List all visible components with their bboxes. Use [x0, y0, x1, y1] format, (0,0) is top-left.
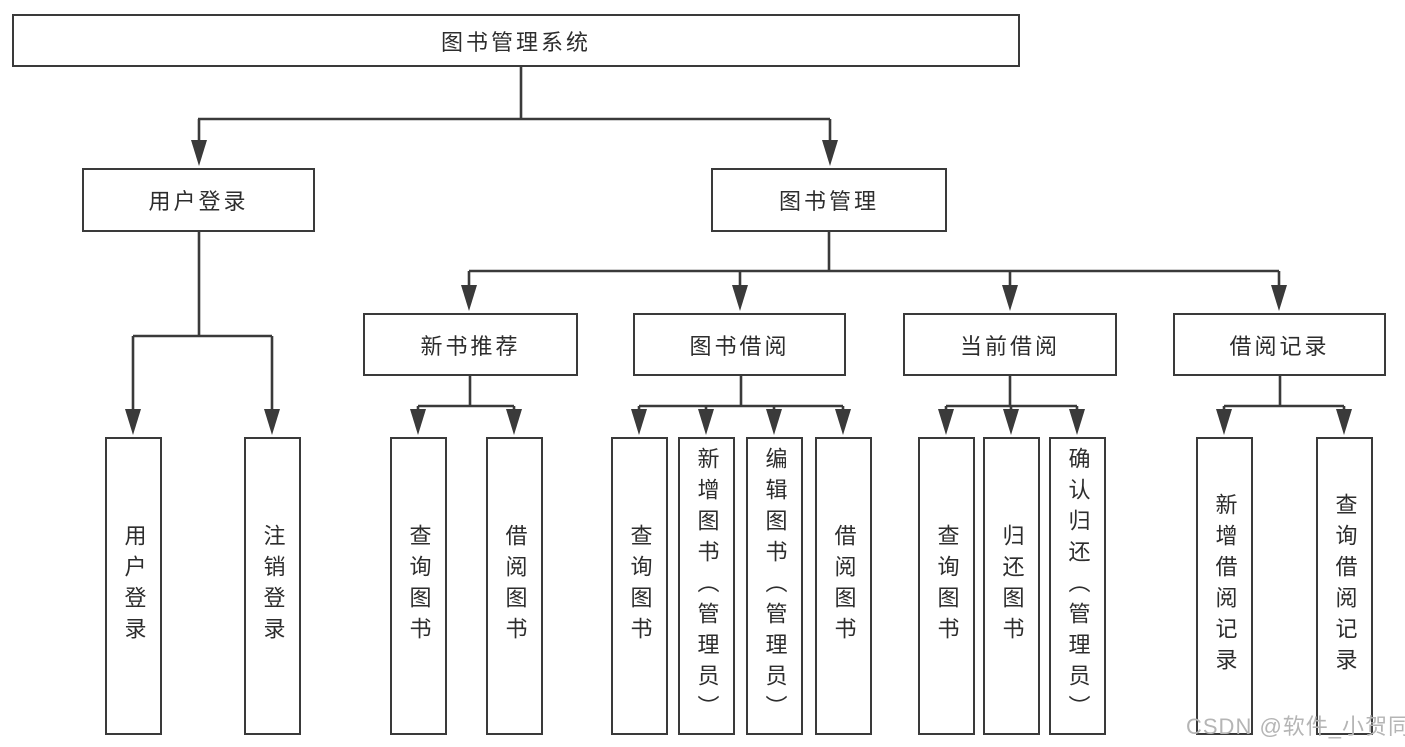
node-root-label: 图书管理系统: [440, 29, 591, 55]
leaf-add-borrow-record-label: 新增借阅记录: [1212, 493, 1238, 679]
node-book-borrowing: 图书借阅: [633, 313, 846, 376]
connector-borrowing-records: [1216, 376, 1352, 435]
leaf-user-login-label: 用户登录: [121, 524, 147, 648]
node-root: 图书管理系统: [12, 14, 1020, 67]
leaf-add-books-admin: 新增图书（管理员）: [678, 437, 735, 735]
node-new-book-recommend-label: 新书推荐: [420, 333, 521, 359]
leaf-borrow-books: 借阅图书: [815, 437, 872, 735]
leaf-confirm-return-admin: 确认归还（管理员）: [1049, 437, 1106, 735]
connector-book-management: [461, 232, 1287, 311]
leaf-add-borrow-record: 新增借阅记录: [1196, 437, 1253, 735]
node-user-login-label: 用户登录: [148, 189, 249, 214]
leaf-add-books-admin-label: 新增图书（管理员）: [694, 446, 720, 726]
leaf-query-books-borrowing: 查询图书: [611, 437, 668, 735]
connector-book-borrowing: [631, 376, 851, 435]
csdn-watermark: CSDN @软件_小贺同学: [1186, 714, 1405, 739]
leaf-query-books-current-label: 查询图书: [934, 524, 960, 648]
leaf-borrow-books-recommend: 借阅图书: [486, 437, 543, 735]
leaf-borrow-books-label: 借阅图书: [831, 524, 857, 648]
node-new-book-recommend: 新书推荐: [363, 313, 578, 376]
leaf-confirm-return-admin-label: 确认归还（管理员）: [1065, 446, 1091, 726]
node-book-management: 图书管理: [711, 168, 947, 232]
leaf-user-login: 用户登录: [105, 437, 162, 735]
leaf-query-books-recommend: 查询图书: [390, 437, 447, 735]
leaf-return-books: 归还图书: [983, 437, 1040, 735]
leaf-query-books-current: 查询图书: [918, 437, 975, 735]
leaf-query-borrow-record: 查询借阅记录: [1316, 437, 1373, 735]
leaf-edit-books-admin: 编辑图书（管理员）: [746, 437, 803, 735]
node-current-borrowing: 当前借阅: [903, 313, 1117, 376]
leaf-query-books-borrowing-label: 查询图书: [627, 524, 653, 648]
leaf-return-books-label: 归还图书: [999, 524, 1025, 648]
connector-current-borrowing: [938, 376, 1085, 435]
node-borrowing-records: 借阅记录: [1173, 313, 1386, 376]
node-borrowing-records-label: 借阅记录: [1229, 333, 1330, 359]
leaf-logout: 注销登录: [244, 437, 301, 735]
node-book-management-label: 图书管理: [778, 189, 879, 214]
leaf-query-books-recommend-label: 查询图书: [406, 524, 432, 648]
leaf-logout-label: 注销登录: [260, 524, 286, 648]
leaf-query-borrow-record-label: 查询借阅记录: [1332, 493, 1358, 679]
connector-user-login: [125, 232, 280, 435]
node-current-borrowing-label: 当前借阅: [959, 333, 1060, 359]
connector-root: [191, 66, 838, 166]
node-book-borrowing-label: 图书借阅: [689, 333, 790, 359]
leaf-borrow-books-recommend-label: 借阅图书: [502, 524, 528, 648]
connector-new-book-recommend: [410, 376, 522, 435]
leaf-edit-books-admin-label: 编辑图书（管理员）: [762, 446, 788, 726]
node-user-login: 用户登录: [82, 168, 315, 232]
